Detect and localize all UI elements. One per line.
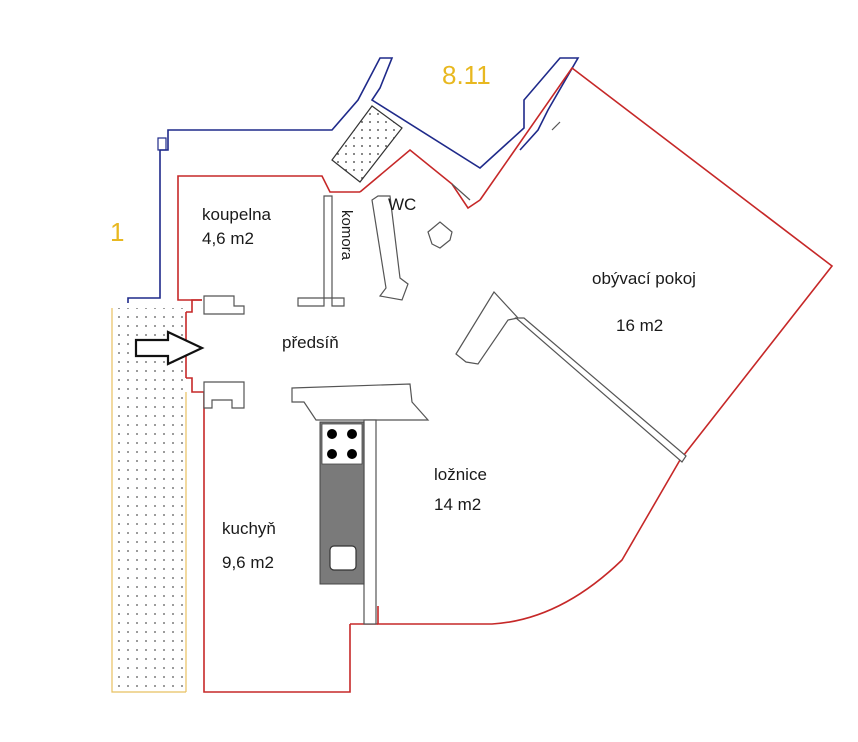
- kitchen-counter: [319, 421, 365, 585]
- outline-notch: [157, 137, 167, 151]
- label-komora: komora: [338, 210, 355, 261]
- label-obyvaci: obývací pokoj: [592, 269, 696, 288]
- entrance-arrow-icon: [134, 330, 205, 366]
- label-loznice: ložnice: [434, 465, 487, 484]
- label-obyvaci-area: 16 m2: [616, 316, 663, 335]
- building-outline: [127, 57, 580, 303]
- label-floor-number: 1: [110, 217, 124, 247]
- sink-icon: [329, 545, 357, 571]
- walls: [177, 66, 834, 693]
- stove-burner-icon: [327, 449, 337, 459]
- stove-burner-icon: [327, 429, 337, 439]
- label-koupelna: koupelna: [202, 205, 272, 224]
- stove-burner-icon: [347, 429, 357, 439]
- label-unit-number: 8.11: [442, 60, 491, 90]
- label-kuchyn: kuchyň: [222, 519, 276, 538]
- terrace: [111, 308, 188, 693]
- label-koupelna-area: 4,6 m2: [202, 229, 254, 248]
- shaft: [331, 105, 403, 183]
- stove-burner-icon: [347, 449, 357, 459]
- label-kuchyn-area: 9,6 m2: [222, 553, 274, 572]
- label-wc: WC: [388, 195, 416, 214]
- partitions: [203, 121, 687, 625]
- label-predsin: předsíň: [282, 333, 339, 352]
- label-loznice-area: 14 m2: [434, 495, 481, 514]
